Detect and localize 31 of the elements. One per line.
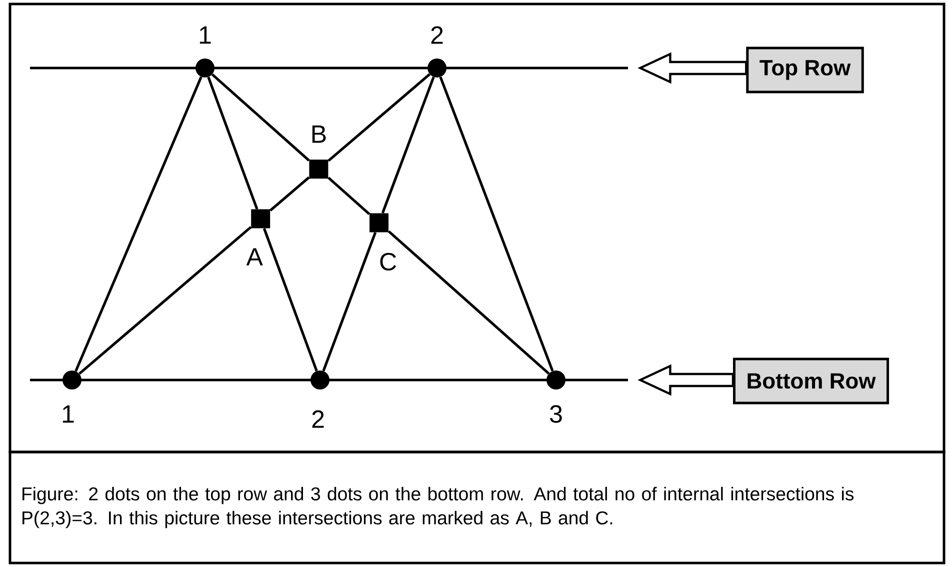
label-box: Top Row — [746, 46, 864, 94]
dot — [62, 370, 82, 390]
connecting-line — [74, 76, 202, 372]
connecting-line — [207, 76, 258, 210]
point-label: 2 — [312, 410, 324, 428]
point-label: 1 — [200, 26, 211, 44]
point-label: B — [312, 126, 326, 143]
point-label: 2 — [431, 26, 443, 44]
connecting-line — [78, 226, 252, 375]
connecting-line — [262, 228, 318, 372]
connecting-line — [328, 176, 370, 216]
connecting-line — [388, 230, 550, 375]
connecting-line — [211, 73, 310, 162]
connecting-line — [269, 176, 310, 212]
dot — [428, 58, 446, 78]
dot — [310, 370, 330, 390]
intersection-marker — [251, 209, 270, 228]
point-label: C — [380, 252, 396, 271]
intersection-marker — [370, 213, 388, 232]
point-label: A — [246, 248, 263, 266]
point-label: 1 — [62, 405, 74, 423]
dot — [546, 370, 566, 390]
connecting-line — [328, 73, 430, 162]
intersection-marker — [309, 160, 328, 179]
connecting-line — [322, 232, 377, 372]
point-label: 3 — [550, 405, 562, 423]
connecting-line — [439, 76, 554, 372]
label-box: Bottom Row — [733, 358, 890, 404]
connecting-line — [381, 76, 435, 214]
dot — [196, 58, 214, 78]
caption-box: Figure: 2 dots on the top row and 3 dots on the bottom row. And total no of internal intersections is P(2,3)=3. In this picture these intersections are marked as A, B and C. — [8, 450, 946, 564]
